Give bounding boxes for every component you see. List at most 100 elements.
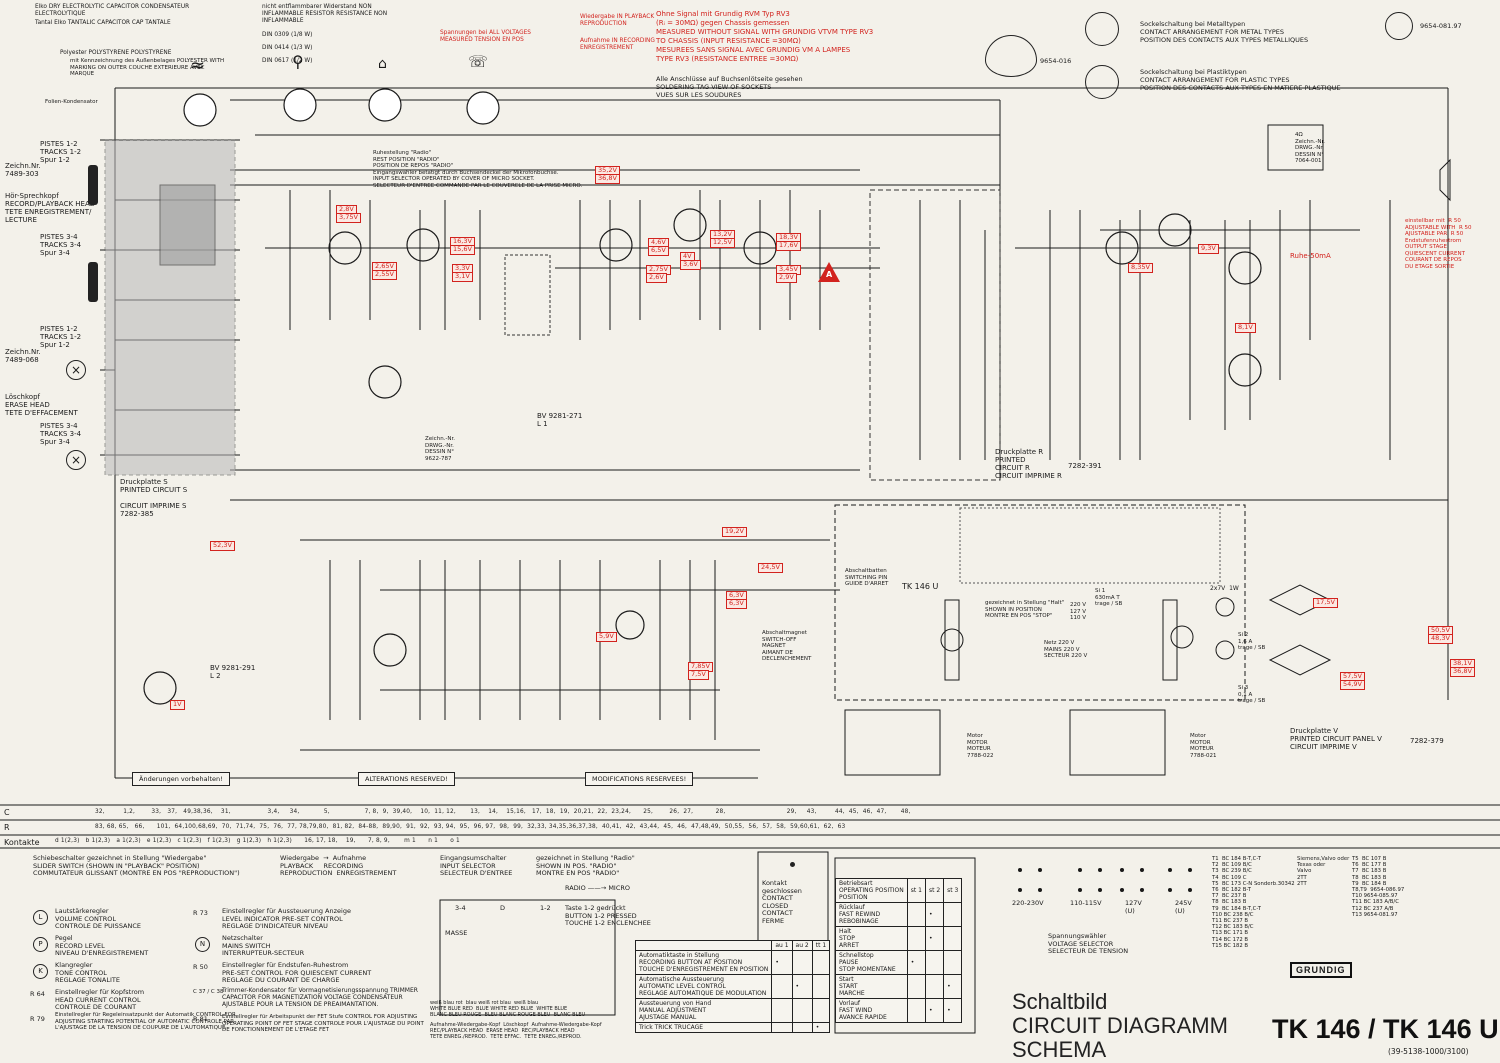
motor-1-label: Motor MOTOR MOTEUR 7788-022 xyxy=(967,733,994,759)
volt-127: 127V (U) xyxy=(1125,899,1142,915)
capacitor-legend-3: Polyester POLYSTYRENE POLYSTYRENE xyxy=(60,50,172,56)
row-c-values: 32, 1,2, 33, 37, 49,38,36, 31, 3,4, 34, … xyxy=(95,809,911,815)
op-cell xyxy=(924,950,945,975)
board-r-label: Druckplatte R PRINTED CIRCUIT R CIRCUIT … xyxy=(995,448,1062,480)
transistor-list-left: T1 BC 184 B-T,C-T T2 BC 109 B/C T3 BC 23… xyxy=(1212,856,1295,949)
op-cell xyxy=(924,974,945,999)
tracks-34-label: PISTES 3-4 TRACKS 3-4 Spur 3-4 xyxy=(40,233,82,257)
head-drawing-no-1: Zeichn.Nr. 7489-303 xyxy=(5,162,41,178)
tracks-12b-label: PISTES 1-2 TRACKS 1-2 Spur 1-2 xyxy=(40,325,82,349)
reserved-note-en: ALTERATIONS RESERVED! xyxy=(358,772,455,786)
title-de: Schaltbild xyxy=(1012,989,1108,1014)
op-header: Betriebsart OPERATING POSITION POSITION xyxy=(835,878,908,903)
op-header-st2: st 2 xyxy=(924,878,945,903)
voltage-label: 8,35V xyxy=(1128,263,1153,273)
meter-drawing-no: Zeichn.-Nr. DRWG.-Nr. DESSIN N° 9622-787 xyxy=(425,436,456,462)
fuse-1: Si 1 630mA T trage / SB xyxy=(1095,588,1123,607)
voltage-label: 19,2V xyxy=(722,527,747,537)
part-9654-016: 9654-016 xyxy=(1040,57,1072,65)
fuse-3: Si 3 0,1 A trage / SB xyxy=(1238,685,1266,704)
quiescent-label: Ruhe-50mA xyxy=(1290,252,1331,260)
voltage-label: 8,1V xyxy=(1235,323,1256,333)
board-r-number: 7282-391 xyxy=(1068,462,1102,470)
op-cell: • xyxy=(924,998,945,1023)
r73-symbol: R 73 xyxy=(193,909,208,917)
lamps-label: 2x7V 1W xyxy=(1210,585,1239,592)
volt-245: 245V (U) xyxy=(1175,899,1192,915)
mains-switch-symbol: N xyxy=(195,937,210,952)
transistor-makers: Siemens,Valvo oder Texas oder Valvo 2TT … xyxy=(1297,856,1350,887)
op-header-st1: st 1 xyxy=(906,878,926,903)
op-header-st3: st 3 xyxy=(943,878,963,903)
voltage-label: 36,8V xyxy=(1450,667,1475,677)
r64-symbol: R 64 xyxy=(30,990,45,998)
contact-closed-dot xyxy=(790,862,795,867)
button-pressed-note: Taste 1-2 gedrückt BUTTON 1-2 PRESSED TO… xyxy=(565,904,651,927)
mains-note: Netz 220 V MAINS 220 V SECTEUR 220 V xyxy=(1044,640,1088,659)
phone-socket-icon: ☏ xyxy=(468,52,489,71)
stop-position-note: gezeichnet in Stellung "Halt" SHOWN IN P… xyxy=(985,600,1065,619)
op-cell xyxy=(943,926,963,951)
radio-position-note: gezeichnet in Stellung "Radio" SHOWN IN … xyxy=(536,854,635,877)
row-r-label: R xyxy=(4,823,10,832)
masse-label: MASSE xyxy=(445,929,468,937)
auto-level-switch-table: au 1 au 2 tt 1 Automatiktaste in Stellun… xyxy=(634,940,831,1033)
contact-closed-note: Kontakt geschlossen CONTACT CLOSED CONTA… xyxy=(762,879,802,925)
record-level-symbol: P xyxy=(33,937,48,952)
volt-110: 110-115V xyxy=(1070,899,1102,907)
coil-l2-label: BV 9281-291 L 2 xyxy=(210,664,256,680)
mains-switch-text: Netzschalter MAINS SWITCH INTERRUPTEUR-S… xyxy=(222,934,305,957)
switch-row: Trick TRICK TRUCAGE xyxy=(634,1022,773,1033)
r50-text: Einstellregler für Endstufen-Ruhestrom P… xyxy=(222,961,372,984)
plastic-types-note: Sockelschaltung bei Plastiktypen CONTACT… xyxy=(1140,68,1341,92)
op-cell xyxy=(943,902,963,927)
resistor-legend: nicht entflammbarer Widerstand NON INFLA… xyxy=(262,4,388,24)
op-cell: • xyxy=(924,902,945,927)
row-c-label: C xyxy=(4,808,10,817)
voltage-label: 48,3V xyxy=(1428,634,1453,644)
test-point-a-icon xyxy=(818,262,840,282)
radio-micro-note: RADIO ——→ MICRO xyxy=(565,884,631,892)
voltage-label: 9,3V xyxy=(1198,244,1219,254)
mains-voltages: 220 V 127 V 110 V xyxy=(1070,602,1087,621)
head-wire-colors: weiß blau rot blau weiß rot blau weiß bl… xyxy=(430,1000,586,1018)
switch-row: Automatiktaste in Stellung RECORDING BUT… xyxy=(634,950,773,975)
record-head-symbol-2 xyxy=(88,262,98,302)
reserved-note-de: Änderungen vorbehalten! xyxy=(132,772,230,786)
title-fr: SCHEMA xyxy=(1012,1037,1107,1062)
speaker-socket-icon: ⌂ xyxy=(378,56,387,72)
head-wire-captions: Aufnahme-Wiedergabe-Kopf Löschkopf Aufna… xyxy=(430,1022,602,1040)
model-number: TK 146 / TK 146 U xyxy=(1272,1014,1499,1044)
r73-text: Einstellregler für Aussteuerung Anzeige … xyxy=(222,907,351,930)
socket-symbol-plastic xyxy=(1085,65,1119,99)
row-k-label: Kontakte xyxy=(4,838,40,847)
volt-220: 220-230V xyxy=(1012,899,1044,907)
microphone-socket-icon: ⚲ xyxy=(292,52,304,71)
op-row-label: Start START MARCHE xyxy=(835,974,908,999)
board-s-label: Druckplatte S PRINTED CIRCUIT S CIRCUIT … xyxy=(120,478,188,518)
voltage-label: 1V xyxy=(170,700,185,710)
plug-label-d: D xyxy=(500,904,506,912)
voltage-label: 6,3V xyxy=(726,599,747,609)
switch-off-magnet-note: Abschaltmagnet SWITCH-OFF MAGNET AIMANT … xyxy=(762,630,812,662)
voltage-label: 3,6V xyxy=(680,260,701,270)
record-head-symbol-1 xyxy=(88,165,98,205)
capacitor-legend-4: mit Kennzeichnung des Außenbelages POLYE… xyxy=(70,58,225,77)
switch-col-tt1: tt 1 xyxy=(811,940,831,951)
plug-label-12: 1-2 xyxy=(540,904,551,912)
switch-table-corner xyxy=(634,940,773,951)
speaker-label: 4Ω Zeichn.-Nr. DRWG.-Nr. DESSIN N° 7064-… xyxy=(1295,132,1326,164)
voltage-label: 2,55V xyxy=(372,270,397,280)
metal-types-note: Sockelschaltung bei Metalltypen CONTACT … xyxy=(1140,20,1309,44)
socket-symbol-metal xyxy=(1085,12,1119,46)
playback-to-record-note: Wiedergabe → Aufnahme PLAYBACK RECORDING… xyxy=(280,854,397,877)
reserved-note-fr: MODIFICATIONS RESERVEES! xyxy=(585,772,694,786)
title-en: CIRCUIT DIAGRAMM xyxy=(1012,1013,1228,1038)
radio-socket-icon: ≈ xyxy=(190,55,206,76)
op-cell: • xyxy=(943,974,963,999)
voltage-label: 36,8V xyxy=(595,174,620,184)
op-cell: • xyxy=(924,926,945,951)
erase-head-symbol-2: × xyxy=(66,450,86,470)
voltage-label: 3,1V xyxy=(452,272,473,282)
tracks-12-label: PISTES 1-2 TRACKS 1-2 Spur 1-2 xyxy=(40,140,82,164)
